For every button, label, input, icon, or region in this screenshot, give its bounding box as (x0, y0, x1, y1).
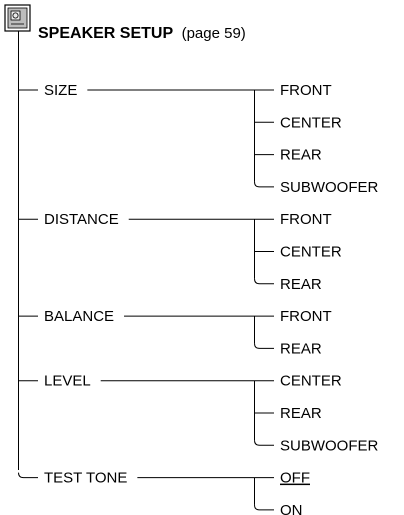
menu-category-label: BALANCE (44, 308, 114, 325)
menu-category: BALANCE FRONT REAR (18, 308, 332, 357)
menu-category: DISTANCE FRONT CENTER REAR (18, 211, 342, 293)
menu-option: FRONT (254, 308, 332, 325)
menu-option-label: CENTER (280, 244, 342, 261)
menu-option-label: OFF (280, 470, 310, 487)
page-title: SPEAKER SETUP (page 59) (38, 25, 246, 42)
menu-option-label: REAR (280, 147, 322, 164)
menu-option-label: FRONT (280, 211, 332, 228)
menu-option-label: FRONT (280, 308, 332, 325)
menu-option-label: SUBWOOFER (280, 437, 379, 454)
menu-option-label: REAR (280, 276, 322, 293)
menu-option: CENTER (254, 373, 342, 390)
menu-option: ON (254, 502, 303, 515)
menu-option-label: CENTER (280, 114, 342, 131)
speaker-setup-menu-icon (4, 4, 31, 32)
menu-category: SIZE FRONT CENTER REAR SUBWOOFER (18, 82, 379, 196)
menu-option-label: FRONT (280, 82, 332, 99)
menu-option: REAR (254, 340, 322, 357)
menu-category-label: DISTANCE (44, 211, 119, 228)
menu-category-label: SIZE (44, 82, 77, 99)
menu-option: REAR (254, 147, 322, 164)
option-branch-line (254, 278, 274, 285)
category-branch-line (18, 472, 38, 479)
menu-category-label: LEVEL (44, 373, 91, 390)
menu-option: REAR (254, 276, 322, 293)
option-branch-line (254, 343, 274, 349)
menu-option: CENTER (254, 114, 342, 131)
menu-option: SUBWOOFER (254, 179, 379, 196)
menu-option-label: ON (280, 502, 303, 515)
menu-option: SUBWOOFER (254, 437, 379, 454)
menu-option: FRONT (254, 211, 332, 228)
option-branch-line (254, 440, 274, 446)
option-branch-line (254, 181, 274, 188)
menu-category: TEST TONE OFF ON (18, 470, 310, 515)
title-page-ref: (page 59) (182, 25, 246, 42)
menu-tree: SIZE FRONT CENTER REAR SUBWOOFER DISTANCE FRON… (18, 82, 379, 515)
menu-category: LEVEL CENTER REAR SUBWOOFER (18, 373, 379, 454)
menu-option-label: REAR (280, 405, 322, 422)
menu-option-label: SUBWOOFER (280, 179, 379, 196)
option-branch-line (254, 504, 274, 511)
title-main: SPEAKER SETUP (38, 25, 173, 42)
menu-option-label: REAR (280, 340, 322, 357)
menu-option: OFF (254, 470, 310, 487)
menu-option: CENTER (254, 244, 342, 261)
menu-option: FRONT (254, 82, 332, 99)
menu-option: REAR (254, 405, 322, 422)
menu-option-label: CENTER (280, 373, 342, 390)
menu-category-label: TEST TONE (44, 470, 127, 487)
